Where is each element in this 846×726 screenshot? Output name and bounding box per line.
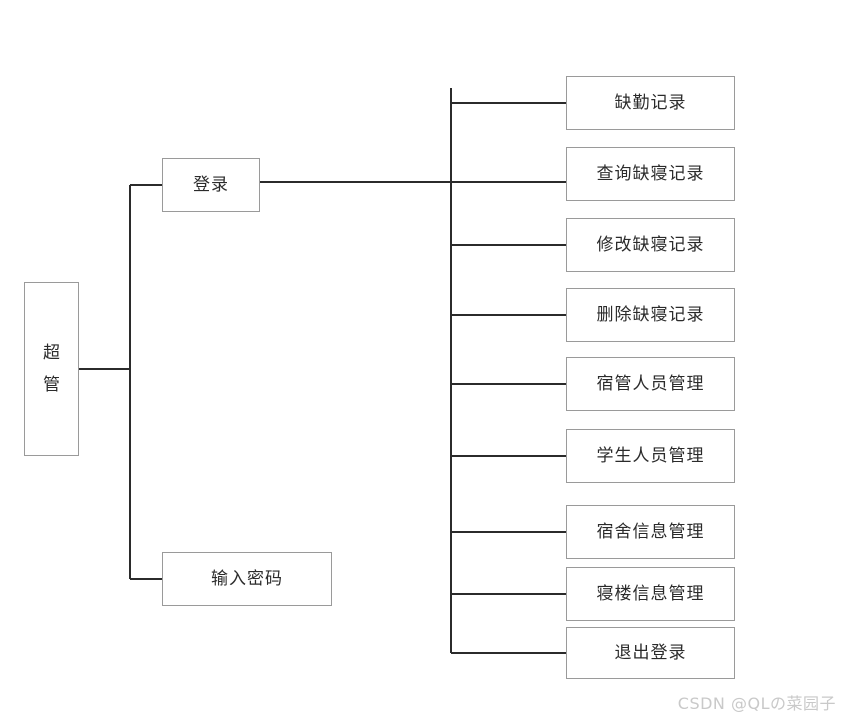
- node-root-label-line-1: 超: [43, 342, 60, 362]
- node-logout[interactable]: 退出登录: [566, 627, 735, 679]
- node-student-management[interactable]: 学生人员管理: [566, 429, 735, 483]
- node-absence-record[interactable]: 缺勤记录: [566, 76, 735, 130]
- node-dormitory-info-management[interactable]: 宿舍信息管理: [566, 505, 735, 559]
- node-root-label-line-2: 管: [43, 375, 60, 394]
- node-building-info-management[interactable]: 寝楼信息管理: [566, 567, 735, 621]
- node-modify-absence-record[interactable]: 修改缺寝记录: [566, 218, 735, 272]
- node-login[interactable]: 登录: [162, 158, 260, 212]
- node-root-super-admin[interactable]: 超 管: [24, 282, 79, 456]
- node-dorm-staff-management[interactable]: 宿管人员管理: [566, 357, 735, 411]
- node-input-password[interactable]: 输入密码: [162, 552, 332, 606]
- node-query-absence-record[interactable]: 查询缺寝记录: [566, 147, 735, 201]
- node-delete-absence-record[interactable]: 删除缺寝记录: [566, 288, 735, 342]
- watermark: CSDN @QLの菜园子: [677, 694, 836, 713]
